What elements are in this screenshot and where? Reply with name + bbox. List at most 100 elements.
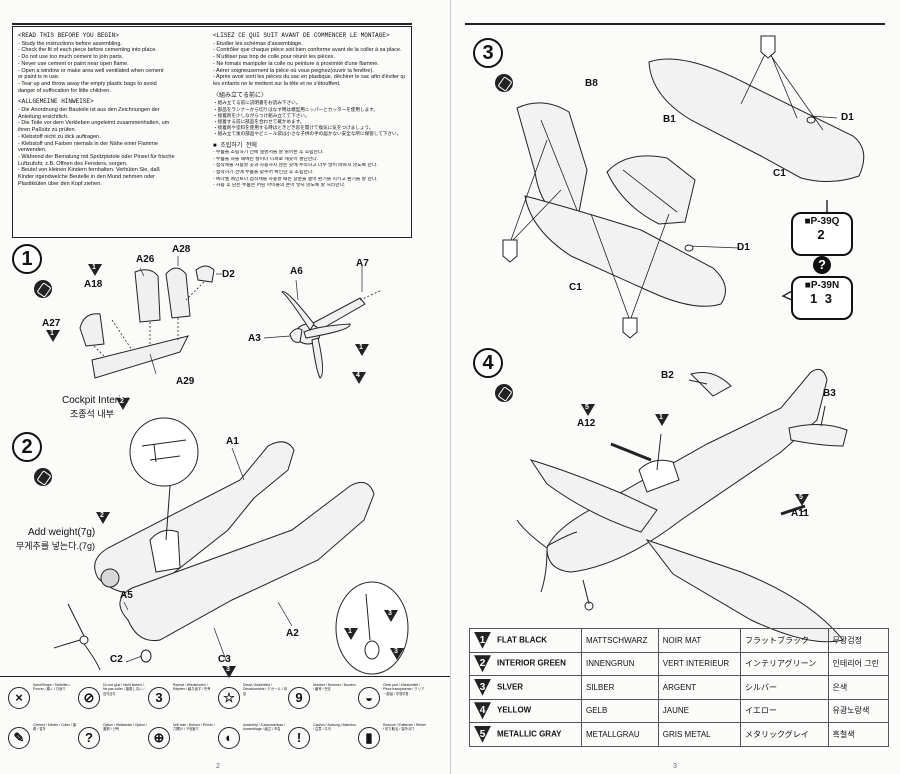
color-label: INTERIOR GREEN — [497, 658, 566, 668]
color-name-jp: イエロー — [740, 698, 829, 723]
color-badge: 4 — [352, 372, 366, 384]
part-label-a2: A2 — [286, 628, 299, 639]
warning-line: - Open a window or make area well ventil… — [18, 67, 164, 74]
warning-line: - 에나멜 페인트나 접착제를 사용할 때는 창문을 열어 환기를 시키고 환기… — [213, 176, 378, 182]
color-badge-number: 3 — [394, 648, 398, 655]
color-badge-number: 1 — [348, 628, 352, 635]
part-label-a6: A6 — [290, 266, 303, 277]
warning-line: - Study the instructions before assembli… — [18, 40, 122, 47]
assembly-icon: ◐ — [218, 727, 240, 749]
spinner-a3 — [289, 328, 303, 343]
legend-item: ✎Cement / Kleben / Coller / 接着 / 접착 — [8, 721, 78, 759]
color-badge: 5 — [474, 725, 491, 743]
part-label-b8: B8 — [585, 78, 598, 89]
part-d1 — [684, 244, 694, 252]
color-name-jp: メタリックグレイ — [740, 722, 829, 747]
warning-line: - Die Teile vor dem Verkleben ungeleimt … — [18, 120, 170, 127]
color-badge-number: 1 — [659, 414, 663, 421]
cockpit-floor-a29 — [91, 335, 189, 379]
page-left: <READ THIS BEFORE YOU BEGIN> - Study the… — [0, 0, 450, 774]
warning-heading-de: <ALLGEMEINE HINWEISE> — [18, 98, 94, 106]
legend-item: ▮Remove / Entfernen / Retirer / 切り取る / 잘… — [358, 721, 428, 759]
warning-line: - N'utiliser pas trop de colle pour réun… — [213, 54, 335, 61]
warning-lines-ko: - 부품을 조립하기 전에 설명서를 잘 읽어본 후 조립한다. - 부품을 자… — [213, 150, 405, 190]
color-name-de: GELB — [581, 698, 659, 723]
color-name-de: INNENGRUN — [581, 651, 659, 676]
color-badge-number: 1 — [50, 330, 54, 337]
top-rule — [12, 23, 412, 25]
legend-text: Drill hole / Bohren / Percer / 穴開け / 구멍뚫… — [173, 723, 215, 732]
warning-line: - Do not use too much cement to join par… — [18, 54, 124, 61]
color-badge-number: 5 — [799, 494, 803, 501]
canopy — [638, 459, 680, 493]
stabilizer-b2 — [690, 372, 732, 397]
cement-icon — [34, 280, 52, 298]
part-label-a3: A3 — [248, 333, 261, 344]
drill-hole-icon: ⊕ — [148, 727, 170, 749]
part-label-a7: A7 — [356, 258, 369, 269]
warning-line: ・接着剤や塗料を使用する時はときどき窓を開けて換気に気をつけましょう。 — [213, 125, 374, 131]
do-not-glue-icon: ⊘ — [78, 687, 100, 709]
step3-drawing — [502, 35, 865, 339]
part-d2 — [195, 265, 215, 283]
color-name-fr: GRIS METAL — [657, 722, 742, 747]
color-label: METALLIC GRAY — [497, 729, 562, 739]
color-badge-number: 5 — [585, 404, 589, 411]
part-label-c1: C1 — [773, 168, 786, 179]
legend-text: Remove / Entfernen / Retirer / 切り取る / 잘라… — [383, 723, 427, 732]
color-name-ko: 은색 — [827, 675, 890, 700]
legend-text: Repeat / Wiederholen / Répéter / 繰り返す / … — [173, 683, 211, 692]
warning-line: ・組み立て後の部品やビニール袋は小さな子供の手の届かない安全な所に保管して下さい… — [213, 131, 402, 137]
part-label-a27: A27 — [42, 318, 61, 329]
warning-line: Plastiktüten über den Kopf ziehen. — [18, 180, 102, 187]
option-icon: ? — [78, 727, 100, 749]
detail-inset — [129, 417, 199, 487]
legend-item: ◒Clear part / Klarsichtteil / Pièce tran… — [358, 681, 428, 719]
color-badge: 3 — [222, 666, 236, 678]
legend-item: ☆Decal / Abziehbild / Décalcomanie / デカー… — [218, 681, 288, 719]
warning-heading-jp: 〈組み立てる前に〉 — [213, 91, 268, 99]
part-label-d1: D1 — [737, 242, 750, 253]
part-label-b2: B2 — [661, 370, 674, 381]
color-badge-number: 1 — [359, 344, 363, 351]
page-number-right: 3 — [673, 763, 677, 770]
warning-heading-ko: ■ 조립하기 전에 — [213, 141, 257, 149]
step2-drawing — [53, 417, 409, 675]
variant-name: ■P-39Q — [804, 216, 840, 227]
cockpit-interior-caption: Cockpit Interior — [62, 395, 129, 406]
legend-text: Assembly / Zusammenbau / Assemblage / 組立… — [243, 723, 286, 732]
cement-icon — [34, 468, 52, 486]
color-name-jp: インテリアグリーン — [740, 651, 829, 676]
color-name-fr: JAUNE — [657, 698, 742, 723]
exhaust-a11 — [780, 504, 806, 516]
wing-right — [645, 538, 844, 643]
fuselage-assembled — [546, 368, 828, 573]
page-number-left: 2 — [216, 763, 220, 770]
color-label: SLVER — [497, 682, 524, 692]
color-badge: 1 — [655, 414, 669, 426]
legend-text: Cement / Kleben / Coller / 接着 / 접착 — [33, 723, 77, 732]
cement-icon — [495, 74, 513, 92]
bulkhead-a28 — [165, 267, 191, 319]
part-label-a5: A5 — [120, 590, 133, 601]
part-label-a1: A1 — [226, 436, 239, 447]
color-badge: 3 — [384, 610, 398, 622]
part-label-d2: D2 — [222, 269, 235, 280]
warning-line: verwenden. — [18, 147, 47, 154]
part-label-d1: D1 — [841, 112, 854, 123]
warning-line: - Die Anordnung der Bauteile ist aus den… — [18, 107, 160, 114]
color-badge: 5 — [795, 494, 809, 506]
color-name-fr: ARGENT — [657, 675, 742, 700]
add-weight-caption: Add weight(7g) — [28, 527, 96, 538]
warning-line: Anleitung ersichtlich. — [18, 113, 69, 120]
step-number-3: 3 — [473, 38, 503, 68]
color-badge: 3 — [390, 648, 404, 660]
warning-line: danger of suffocation for little childre… — [18, 87, 111, 94]
rudder-pedal-a27 — [79, 313, 105, 347]
cement-icon: ✎ — [8, 727, 30, 749]
